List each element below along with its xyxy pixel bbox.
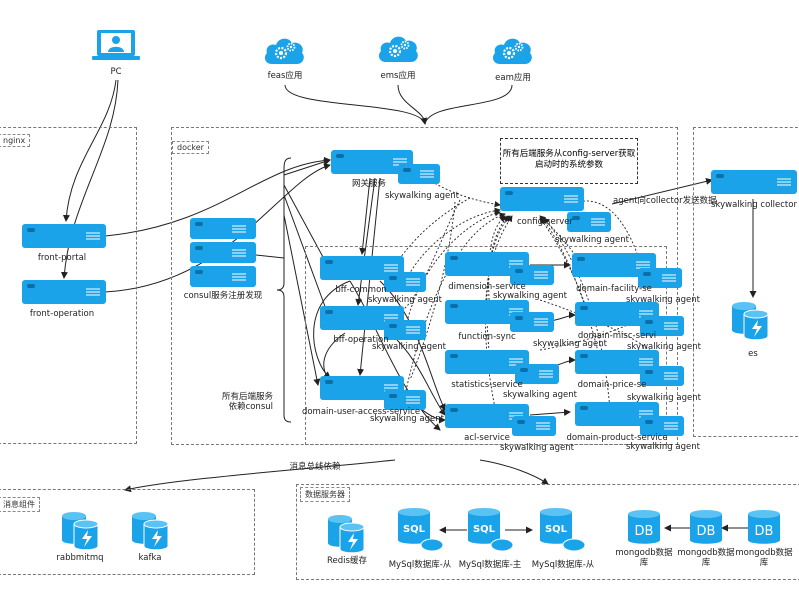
collector-label: skywalking collector [711,200,797,210]
domain-misc-agent [640,316,684,336]
gateway-agent-label: skywalking agent [385,191,459,201]
nginx-group [0,127,137,444]
dimension-label: dimension-service [448,282,526,292]
domain-misc-label: domain-misc-servi [577,331,657,341]
rabbitmq-label: rabbmitmq [56,553,104,563]
domain-product-agent-label: skywalking agent [626,442,700,452]
mysql-slave-2-label: MySql数据库-从 [531,560,595,570]
mysql-slave-1-icon [398,508,444,552]
nginx-tag: nginx [0,134,31,147]
config-agent-label: skywalking agent [555,235,629,245]
config-agent [567,212,611,232]
domain-price-agent [640,366,684,386]
bff-common-agent-label: skywalking agent [368,295,442,305]
statistics-agent [515,364,559,384]
domain-misc-agent-label: skywalking agent [627,342,701,352]
front-portal-label: front-portal [37,253,87,263]
config-server [500,187,584,211]
collector-group [693,127,799,437]
bff-common-label: bff-common [335,285,387,295]
eam-cloud-icon [491,37,533,66]
config-note: 所有后端服务从config-server获取 启动时的系统参数 [500,138,638,184]
domain-user-access-label: domain-user-access-service [301,407,421,417]
statistics-label: statistics-service [451,380,523,390]
consul-server-stack [190,218,256,287]
dimension-agent [510,265,554,285]
front-operation-server [22,280,106,304]
acl-agent [512,416,556,436]
domain-price-agent-label: skywalking agent [627,393,701,403]
consul-dependency-note: 所有后端服务 依赖consul [222,392,274,412]
bff-operation-agent [384,320,426,340]
front-portal-server [22,224,106,248]
function-sync-agent-label: skywalking agent [533,339,607,349]
config-server-label: config-server [517,217,573,227]
db-label: DB [635,524,654,539]
statistics-agent-label: skywalking agent [503,390,577,400]
feas-label: feas应用 [267,71,303,81]
message-group [0,489,255,575]
mysql-slave-1-label: MySql数据库-从 [388,560,452,570]
db-label: DB [697,524,716,539]
pc-label: PC [110,67,122,77]
ems-label: ems应用 [380,71,416,81]
services-group [305,246,667,445]
message-tag: 消息组件 [0,497,40,512]
redis-label: Redis缓存 [327,556,367,566]
sql-label: SQL [403,524,426,535]
front-operation-label: front-operation [29,309,95,319]
collector-server [711,170,797,194]
acl-label: acl-service [464,433,510,443]
acl-agent-label: skywalking agent [500,443,574,453]
mongodb-2-icon [690,510,722,544]
sql-label: SQL [545,524,568,535]
docker-tag: docker [172,141,209,154]
domain-user-access-agent-label: skywalking agent [370,414,444,424]
dataserver-tag: 数据服务器 [300,487,350,502]
mongodb-3-icon [748,510,780,544]
function-sync-label: function-sync [458,332,516,342]
eam-label: eam应用 [495,73,531,83]
ems-cloud-icon [377,35,419,64]
es-label: es [748,349,758,359]
db-label: DB [755,524,774,539]
function-sync-agent [510,312,554,332]
dimension-agent-label: skywalking agent [493,291,567,301]
domain-price-label: domain-price-se [577,380,647,390]
domain-facility-label: domain-facility-se [576,284,652,294]
config-note-text: 所有后端服务从config-server获取 启动时的系统参数 [502,149,636,171]
mongodb-2-label: mongodb数据 库 [677,548,735,568]
gateway-label: 网关服务 [351,179,387,189]
bff-operation-label: bff-operation [333,335,389,345]
mongodb-1-label: mongodb数据 库 [615,548,673,568]
mongodb-3-label: mongodb数据 库 [735,548,793,568]
domain-product-agent [640,416,684,436]
consul-label: consul服务注册发现 [183,291,263,301]
feas-cloud-icon [263,37,305,66]
agent-to-collector-label: agent向collector发送数据 [613,196,717,206]
domain-user-access-agent [384,390,426,410]
domain-facility-agent [638,268,682,288]
pc-icon [92,30,140,60]
bus-label: 消息总线依赖 [289,462,341,472]
mongodb-1-icon [628,510,660,544]
mysql-master-label: MySql数据库-主 [458,560,522,570]
gateway-agent [398,164,440,184]
domain-facility-agent-label: skywalking agent [626,295,700,305]
bff-common-agent [384,272,426,292]
mysql-slave-2-icon [540,508,586,552]
dataserver-group [296,484,799,580]
bff-operation-agent-label: skywalking agent [372,342,446,352]
kafka-label: kafka [138,553,162,563]
sql-label: SQL [473,524,496,535]
domain-product-label: domain-product-service [566,433,668,443]
mysql-master-icon [468,508,514,552]
